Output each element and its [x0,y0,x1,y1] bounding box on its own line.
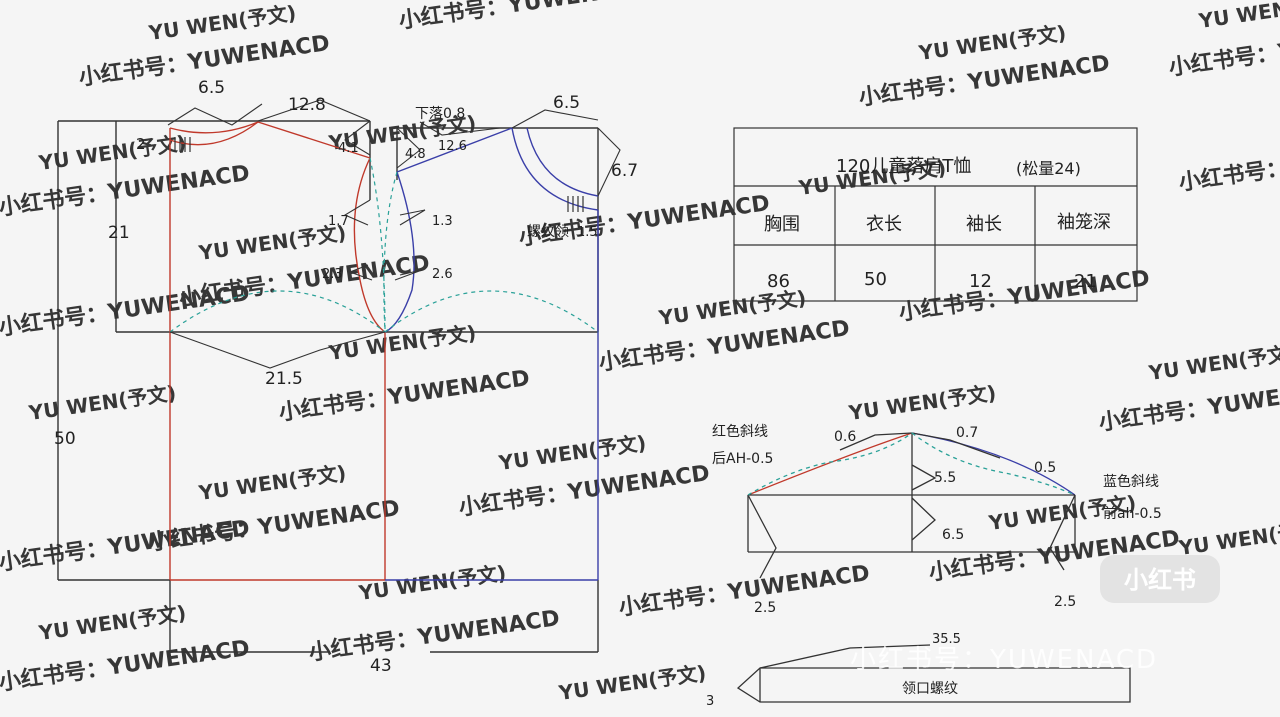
collar-rib [736,644,1131,703]
watermark-name: YU WEN(予文) [36,601,187,646]
rib-hatch-front [567,196,584,212]
watermark-account: 小红书号：YUWENACD [0,160,251,221]
body-labels: 6.5 2 12.8 4.1 下落0.8 6.5 12.6 4.8 6.7 21… [54,78,638,676]
label-half-chest: 21.5 [265,369,303,389]
table-value-chest: 86 [767,271,790,292]
back-piece [169,121,386,581]
table-value-length: 50 [864,269,887,290]
watermark-account: 小红书号：YUWENACD [0,515,251,576]
watermark-logo: 小红书 [1100,555,1220,603]
watermark-name: YU WEN(予文) [556,661,707,706]
label-neck-depth-back: 2 [136,135,146,153]
label-red-line: 红色斜线 [712,423,768,440]
table-header-length: 衣长 [866,214,902,235]
label-curve-back-upper: 1.7 [328,214,349,229]
watermark-footer: 小红书号：YUWENACD [850,645,1158,675]
watermark-account: 小红书号：YUWENACD [517,190,771,251]
front-piece [384,127,599,581]
watermark-account: 小红书号：YUWENACD [397,0,651,34]
label-side-offset: 0.5 [1034,460,1056,476]
label-neck-width-back: 6.5 [198,78,225,98]
table-header-chest: 胸围 [764,214,800,235]
watermark-logo-text: 小红书 [1124,566,1196,594]
label-neck-depth-front: 6.7 [611,161,638,181]
guide-lines [169,157,599,333]
label-drop: 下落0.8 [415,106,465,122]
watermark-name: YU WEN(予文) [26,381,177,426]
watermark-account: 小红书号：YUWENACD [307,605,561,666]
watermark-name: YU WEN(予文) [1146,341,1280,386]
label-red-formula: 后AH-0.5 [712,451,773,467]
watermark-account: 小红书号：YUWENACD [0,635,251,696]
watermark-account: 小红书号：YUWENACD [1177,135,1280,196]
table-header-sleeve: 袖长 [966,214,1002,235]
label-cuff-left: 2.5 [754,600,776,616]
label-cuff-right: 2.5 [1054,594,1076,610]
sleeve-labels: 红色斜线 后AH-0.5 蓝色斜线 前ah-0.5 0.6 0.7 0.5 5.… [712,423,1162,616]
watermark-name: YU WEN(予文) [656,286,807,331]
label-cap-height: 5.5 [934,470,956,486]
watermark-account: 小红书号：YUWENACD [857,50,1111,111]
label-neck-width-front: 6.5 [553,93,580,113]
table-title: 120儿童落肩T恤 [836,156,971,177]
watermark-name: YU WEN(予文) [196,461,347,506]
label-collar-width: 3 [706,694,714,709]
sleeve-cap-back [747,432,913,496]
label-shoulder-front: 12.6 [438,139,467,154]
watermark-name: YU WEN(予文) [496,431,647,476]
label-collar: 领口螺纹 [902,681,958,697]
label-sleeve-length: 6.5 [942,527,964,543]
label-hem-width: 43 [370,656,392,676]
label-shoulder-back: 12.8 [288,95,326,115]
watermark-name: YU WEN(予文) [36,131,187,176]
watermark-name: YU WEN(予文) [916,21,1067,66]
watermark-name: YU WEN(予文) [1176,516,1280,561]
label-back-offset: 0.6 [834,429,856,445]
label-armhole-depth: 21 [108,223,130,243]
label-front-offset: 0.7 [956,425,978,441]
label-rib-collar-width: 1.5 [577,225,598,240]
table-ease: (松量24) [1016,159,1081,178]
label-length: 50 [54,429,76,449]
label-curve-front-lower: 2.6 [432,267,453,282]
label-blue-line: 蓝色斜线 [1103,473,1159,490]
label-curve-front-upper: 1.3 [432,214,453,229]
label-shoulder-drop-front: 4.8 [405,147,426,162]
watermark-name: YU WEN(予文) [326,321,477,366]
watermark-name: YU WEN(予文) [1196,0,1280,33]
sleeve-pattern [747,432,1076,579]
watermark-name: YU WEN(予文) [846,381,997,426]
table-header-armhole: 袖笼深 [1057,212,1111,233]
table-value-armhole: 21 [1074,271,1097,292]
watermark-name: YU WEN(予文) [196,221,347,266]
rib-hatch-back [174,137,191,152]
table-value-sleeve: 12 [969,271,992,292]
back-neck-arc [169,121,259,146]
dimension-wedges [167,99,621,369]
watermark-account: 小红书号：YUWENACD [457,460,711,521]
label-blue-formula: 前ah-0.5 [1103,505,1162,522]
watermark-account: 小红书号：YUWENACD [617,560,871,621]
watermark-account: 小红书号：YUWENACD [1097,375,1280,436]
label-rib-collar: 螺纹领 [527,224,569,240]
body-pattern [57,99,621,653]
label-curve-back-lower: 2.3 [322,267,343,282]
watermark-account: 小红书号：YUWENACD [277,365,531,426]
watermark-account: 小红书号：YUWENACD [597,315,851,376]
watermark-name: YU WEN(予文) [356,561,507,606]
size-table: 120儿童落肩T恤 (松量24) 胸围 衣长 袖长 袖笼深 86 50 12 2… [733,127,1138,302]
label-shoulder-drop: 4.1 [338,141,359,156]
label-collar-length: 35.5 [932,632,961,647]
